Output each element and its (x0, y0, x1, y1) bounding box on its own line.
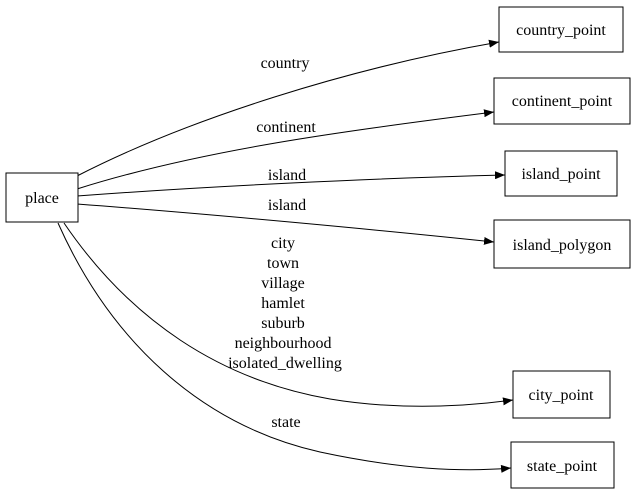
node-state_point-box (510, 441, 615, 489)
edge-label-line-town: town (267, 255, 299, 272)
node-continent_point: continent_point (493, 77, 631, 125)
edge-place-state_point (57, 222, 512, 473)
edge-label-line-hamlet: hamlet (261, 295, 305, 312)
node-place-box (5, 172, 79, 223)
edge-label-line-village: village (261, 275, 305, 292)
edge-label-city-multiline: city town village hamlet suburb neighbou… (228, 235, 342, 372)
node-island_polygon-label: island_polygon (513, 237, 612, 254)
edge-place-country_point (76, 39, 500, 177)
node-continent_point-label: continent_point (512, 93, 613, 110)
node-island_polygon-box (493, 219, 631, 269)
node-country_point-box (498, 6, 624, 53)
node-state_point: state_point (510, 441, 615, 489)
node-island_point: island_point (504, 150, 618, 197)
node-city_point: city_point (512, 370, 611, 419)
edge-label-island-polygon: island (268, 197, 306, 214)
edge-label-continent: continent (256, 119, 316, 136)
edge-place-continent_point (76, 109, 495, 190)
edge-label-line-neighbourhood: neighbourhood (235, 335, 332, 352)
edge-label-country: country (261, 55, 310, 72)
node-country_point: country_point (498, 6, 624, 53)
edge-label-island-point: island (268, 167, 306, 184)
node-island_polygon: island_polygon (493, 219, 631, 269)
edge-label-line-city: city (271, 235, 295, 252)
node-country_point-label: country_point (516, 22, 606, 39)
node-continent_point-box (493, 77, 631, 125)
node-place-label: place (25, 190, 59, 207)
edge-place-city_point (63, 222, 514, 407)
node-place: place (5, 172, 79, 223)
node-island_point-box (504, 150, 618, 197)
edge-label-state: state (271, 414, 300, 431)
node-island_point-label: island_point (521, 166, 601, 183)
edge-label-line-suburb: suburb (261, 315, 305, 332)
node-city_point-label: city_point (529, 387, 594, 404)
edge-place-island_point (76, 171, 506, 197)
node-city_point-box (512, 370, 611, 419)
node-state_point-label: state_point (527, 458, 598, 475)
edge-place-island_polygon (76, 203, 495, 245)
edge-label-line-isolated-dwelling: isolated_dwelling (228, 355, 342, 372)
